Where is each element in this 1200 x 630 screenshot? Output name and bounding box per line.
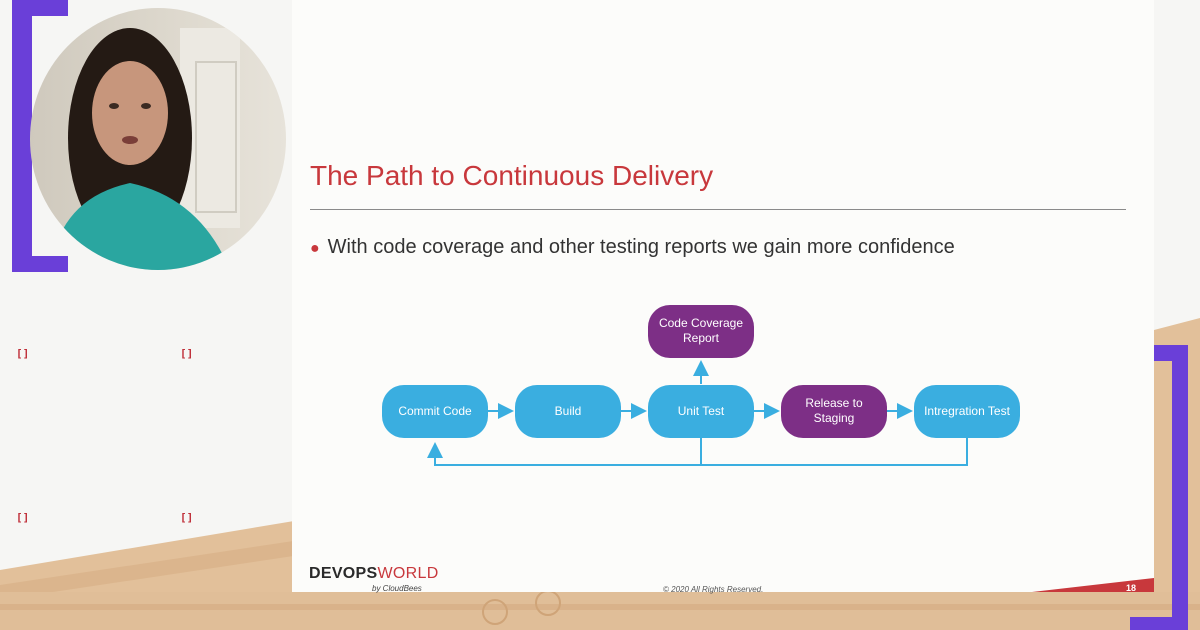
logo-subtitle: by CloudBees	[372, 584, 422, 593]
node-release-staging	[781, 385, 887, 438]
logo-secondary-text: WORLD	[377, 565, 439, 582]
copyright-text: © 2020 All Rights Reserved.	[663, 585, 764, 594]
presenter-avatar	[50, 28, 240, 270]
marker-glyph: []	[16, 511, 30, 524]
node-build-label: Build	[555, 404, 582, 418]
left-purple-bracket	[12, 0, 68, 272]
bullet-text: With code coverage and other testing rep…	[327, 236, 955, 258]
node-code-coverage	[648, 305, 754, 358]
devopsworld-logo: DEVOPSWORLD	[309, 565, 439, 583]
logo-primary-text: DEVOPS	[309, 565, 378, 582]
node-release-staging-label-2: Staging	[814, 411, 855, 425]
node-commit-code	[382, 385, 488, 438]
footer-red-band	[1032, 578, 1154, 592]
presenter-video	[30, 8, 286, 270]
node-release-staging-label-1: Release to	[805, 396, 863, 410]
node-integration-test-label: Intregration Test	[924, 404, 1010, 418]
right-purple-bracket	[1130, 345, 1188, 630]
slide-title: The Path to Continuous Delivery	[310, 160, 714, 191]
marker-glyph: []	[180, 511, 194, 524]
marker-glyph: []	[180, 347, 194, 360]
bullet-dot-icon: ●	[310, 240, 320, 257]
node-code-coverage-label-1: Code Coverage	[659, 316, 743, 330]
node-build	[515, 385, 621, 438]
slide-page-number: 18	[1126, 583, 1137, 593]
node-unit-test-label: Unit Test	[678, 404, 725, 418]
node-unit-test	[648, 385, 754, 438]
pipeline-flow-diagram: Commit Code Build Unit Test Release to S…	[382, 305, 1154, 592]
marker-glyph: []	[16, 347, 30, 360]
presentation-slide: The Path to Continuous Delivery ● With co…	[292, 0, 1154, 594]
bullet-point: ● With code coverage and other testing re…	[310, 236, 955, 259]
node-integration-test	[914, 385, 1020, 438]
title-divider	[310, 209, 1126, 210]
node-code-coverage-label-2: Report	[683, 331, 720, 345]
node-commit-code-label: Commit Code	[398, 404, 472, 418]
